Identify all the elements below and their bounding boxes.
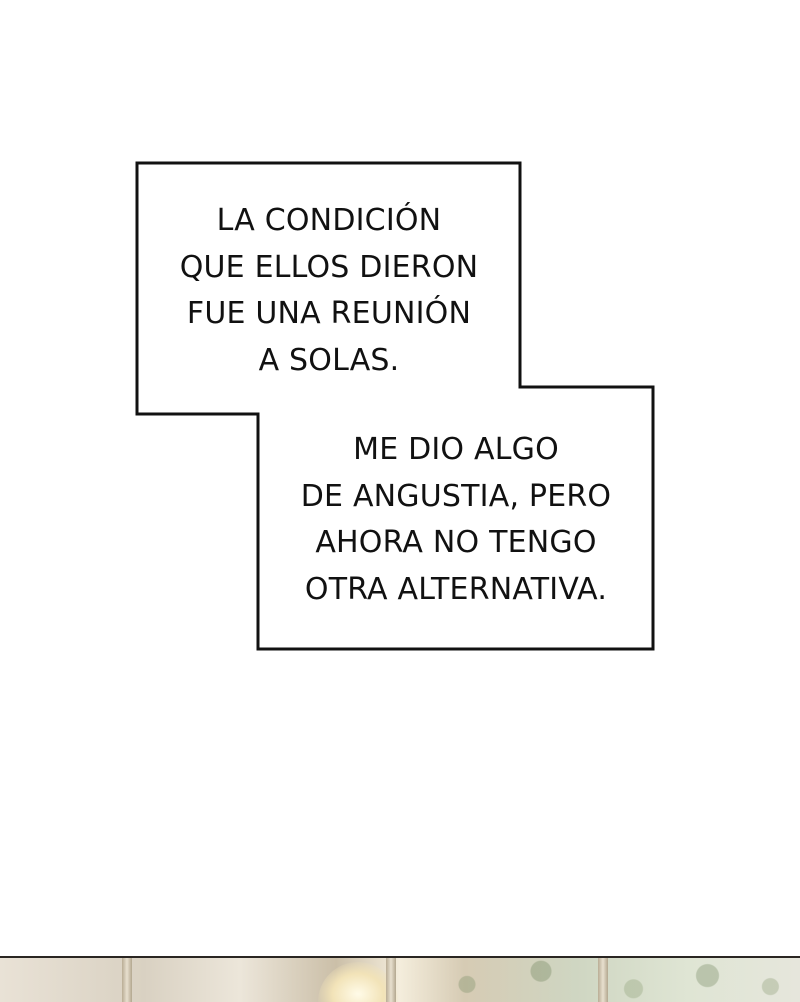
caption-line: ME DIO ALGO bbox=[353, 432, 559, 467]
scene-post bbox=[598, 958, 608, 1002]
caption-line: OTRA ALTERNATIVA. bbox=[304, 571, 608, 607]
narration-caption-first: LA CONDICIÓN QUE ELLOS DIERON FUE UNA RE… bbox=[140, 198, 518, 384]
scene-post bbox=[386, 958, 396, 1002]
caption-line: DE ANGUSTIA, PERO bbox=[300, 478, 612, 514]
caption-line: LA CONDICIÓN bbox=[216, 203, 442, 238]
caption-line: AHORA NO TENGO bbox=[315, 525, 597, 560]
caption-line: FUE UNA REUNIÓN bbox=[186, 296, 472, 331]
next-panel-illustration bbox=[0, 956, 800, 1002]
scene-post bbox=[122, 958, 132, 1002]
caption-line: QUE ELLOS DIERON bbox=[179, 249, 479, 285]
narration-box-outline bbox=[135, 161, 655, 651]
plant-leaves bbox=[430, 958, 800, 1002]
caption-line: A SOLAS. bbox=[258, 342, 400, 378]
narration-caption-second: ME DIO ALGO DE ANGUSTIA, PERO AHORA NO T… bbox=[260, 427, 652, 613]
